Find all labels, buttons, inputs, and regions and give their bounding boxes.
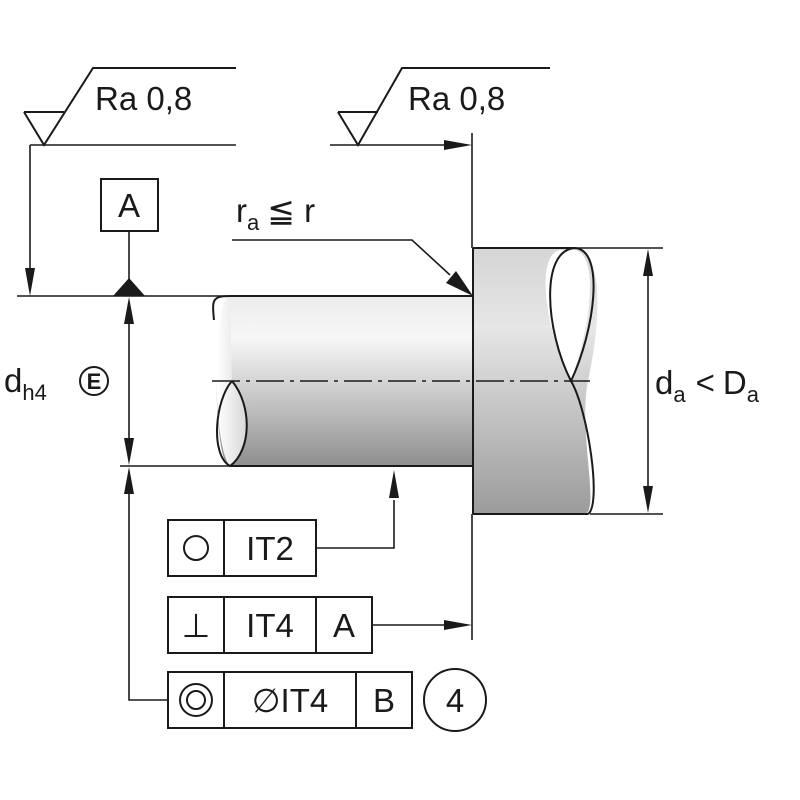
fillet-note: ra≦ r [232,192,473,296]
fcf-perpendicularity: ⊥ IT4 A [167,514,473,654]
svg-text:A: A [333,607,355,644]
svg-text:B: B [373,682,395,719]
svg-text:∅IT4: ∅IT4 [252,682,328,719]
fcf-roundness: IT2 [167,470,399,577]
shoulder-diameter-dimension: da<Da [575,247,760,515]
shaft-diameter-dimension: dh4 E [4,297,134,465]
svg-text:dh4: dh4 [4,362,47,405]
svg-text:Ra 0,8: Ra 0,8 [95,80,192,117]
svg-text:E: E [87,369,102,394]
roughness-symbol-left: Ra 0,8 [23,67,236,296]
svg-text:4: 4 [446,682,464,719]
datum-a: A [100,178,159,296]
svg-text:da<Da: da<Da [655,364,760,407]
svg-text:IT2: IT2 [246,530,294,567]
fcf-coaxiality: ∅IT4 B 4 [124,467,487,732]
svg-text:A: A [118,187,140,224]
roughness-symbol-right: Ra 0,8 [330,67,550,248]
svg-text:IT4: IT4 [246,607,294,644]
svg-text:ra≦ r: ra≦ r [236,192,315,235]
svg-text:Ra 0,8: Ra 0,8 [408,80,505,117]
svg-text:⊥: ⊥ [182,607,211,644]
